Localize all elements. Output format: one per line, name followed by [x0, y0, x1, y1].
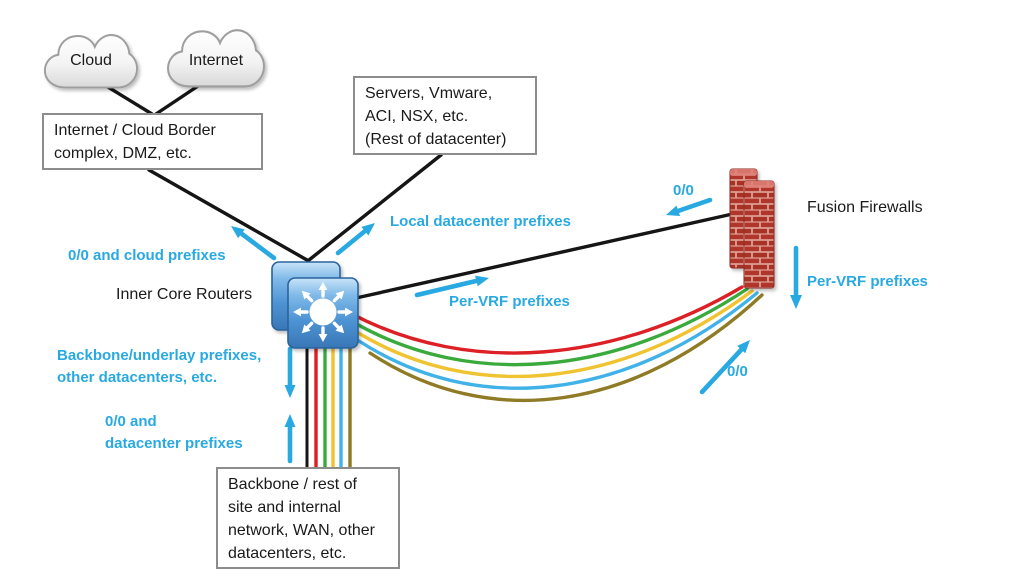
arrow-up-left-cloud-prefixes [231, 226, 277, 261]
annotation-zero-top: 0/0 [673, 182, 694, 199]
vrf-curve-olive [368, 293, 764, 403]
fusion-firewalls-label: Fusion Firewalls [807, 199, 923, 216]
vrf-curve-green [351, 287, 749, 367]
vrf-curve-red [350, 285, 744, 355]
arrow-right-per-vrf [414, 275, 489, 298]
annotation-cloud-prefixes: 0/0 and cloud prefixes [68, 247, 226, 264]
link-servers-to-router [307, 153, 443, 262]
inner-core-routers-label: Inner Core Routers [116, 286, 253, 303]
annotation-per-vrf-center: Per-VRF prefixes [449, 293, 570, 310]
link-internet-to-border [154, 84, 200, 116]
link-cloud-to-border [101, 82, 154, 116]
backbone-box: Backbone / rest of site and internal net… [216, 467, 400, 569]
router-icon [271, 261, 359, 349]
arrow-up-right-local-dc [335, 223, 375, 256]
arrow-up-right-zero-bottom [699, 340, 750, 395]
arrow-up-zero-datacenter [284, 414, 296, 464]
servers-box: Servers, Vmware, ACI, NSX, etc. (Rest of… [353, 76, 537, 155]
annotation-zero-and-datacenter: 0/0 and datacenter prefixes [105, 413, 243, 452]
vrf-curve-blue [357, 291, 759, 390]
arrow-down-backbone-underlay [284, 346, 296, 398]
arrow-down-left-zero-top [666, 197, 713, 216]
annotation-local-dc-prefixes: Local datacenter prefixes [390, 213, 571, 230]
firewall-icon [729, 168, 775, 289]
annotation-per-vrf-right: Per-VRF prefixes [807, 273, 928, 290]
annotation-backbone-underlay: Backbone/underlay prefixes, other datace… [57, 347, 262, 386]
border-box: Internet / Cloud Border complex, DMZ, et… [42, 113, 263, 170]
vrf-curve-yellow [353, 289, 754, 379]
link-border-to-router [147, 168, 309, 262]
cloud-label: Cloud [70, 52, 112, 69]
link-router-to-firewall [354, 211, 739, 300]
arrow-down-per-vrf-right [790, 245, 802, 309]
annotation-zero-bottom: 0/0 [727, 363, 748, 380]
internet-label: Internet [188, 52, 244, 69]
